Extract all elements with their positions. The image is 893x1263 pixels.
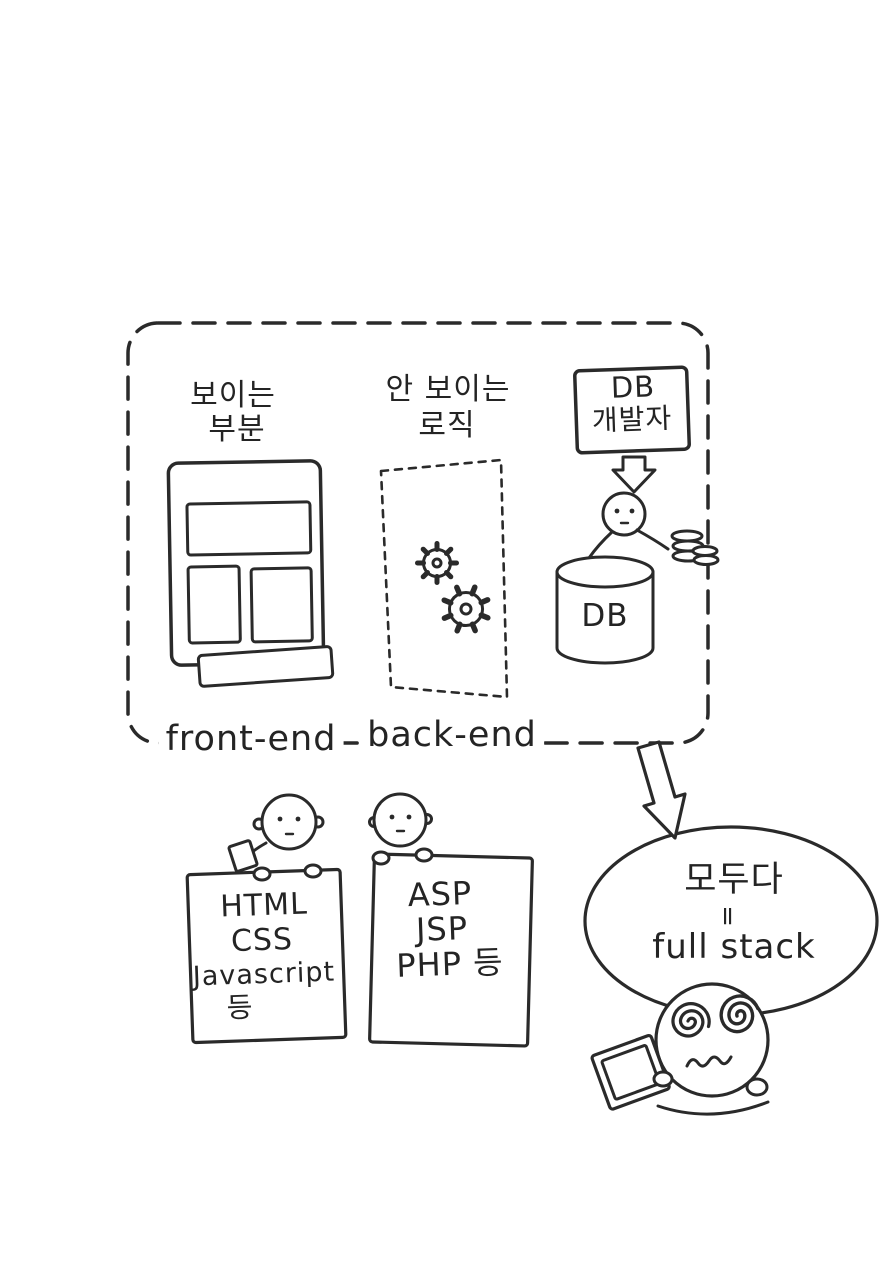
dizzy-character [590,982,770,1116]
db-developer-head [601,491,647,537]
frontend-sign-line1: HTML [219,886,309,925]
backend-sign-line3: PHP 등 [395,943,505,985]
db-cylinder-icon [555,555,655,665]
frontend-wireframe-footer [196,645,335,688]
backend-caption-line2: 로직 [418,408,476,443]
backend-developer-figure [368,792,433,848]
right-hand [745,1077,769,1097]
backend-sign-line2: JSP [415,909,469,949]
backend-panel [379,458,509,699]
fullstack-arrow-icon [636,740,687,840]
backend-skills-sign [368,852,534,1048]
frontend-developer-head [260,793,318,851]
gear-icon [415,541,459,585]
fullstack-bubble-line1: 모두다 [684,860,784,900]
spiral-eye-icon [671,1002,711,1038]
fullstack-bubble-line3: full stack [652,927,816,967]
db-developer-sign [573,365,691,455]
frontend-sign-line3: Javascript [192,956,336,993]
left-hand [652,1070,674,1088]
spiral-eye-icon [719,994,760,1034]
db-cylinder-label: DB [581,598,629,634]
frontend-wireframe [166,459,326,667]
card-icon [227,839,259,873]
tablet-icon [590,1033,671,1111]
gear-icon [441,584,491,634]
db-developer-group [555,365,720,665]
dizzy-mouth [685,1055,733,1068]
db-sign-line1: DB [610,369,656,405]
frontend-caption-line1: 보이는 [190,378,276,413]
db-sign-line2: 개발자 [591,401,673,438]
backend-developer-head [372,792,428,848]
coins-icon [670,529,720,566]
down-arrow-icon [611,455,657,494]
frontend-developer-figure [227,793,325,873]
frontend-label: front-end [158,721,344,758]
frontend-sign-line4: 등 [226,990,254,1025]
backend-sign-line1: ASP [407,873,473,915]
backend-label: back-end [360,717,544,754]
fullstack-bubble-equals: = [712,905,743,929]
frontend-sign-line2: CSS [230,921,294,960]
frontend-caption-line2: 부분 [208,412,266,447]
backend-caption-line1: 안 보이는 [385,372,511,407]
